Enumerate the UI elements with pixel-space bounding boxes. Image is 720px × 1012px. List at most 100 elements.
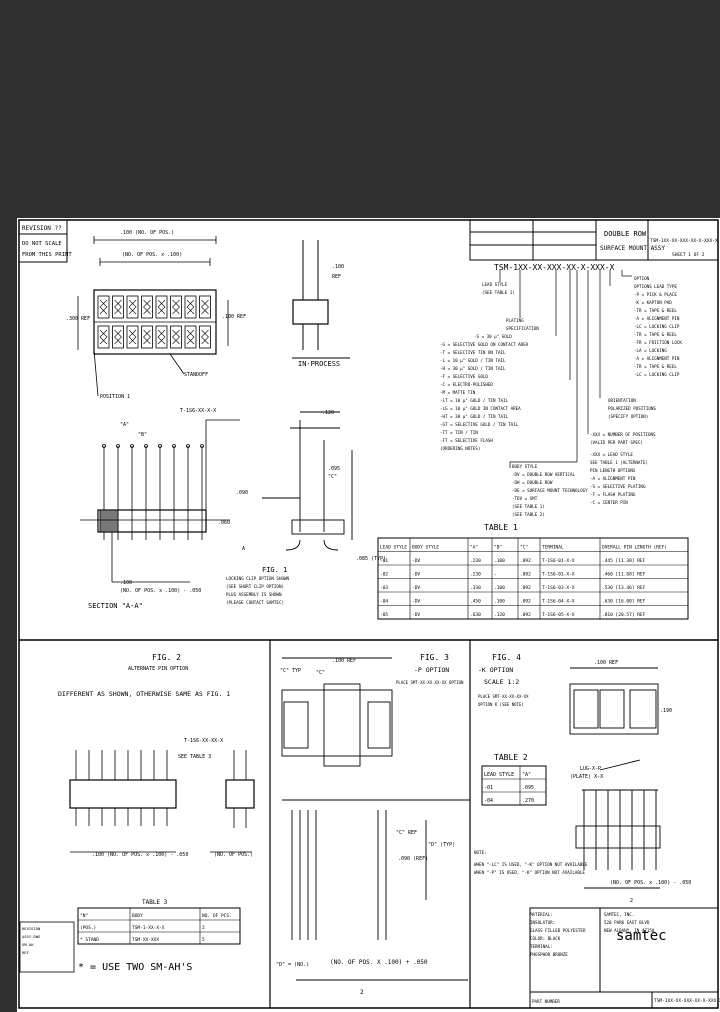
table-cell: -04 [484,798,493,804]
fig3-sub: -P OPTION [414,666,449,674]
svg-text:LUG-X-P: LUG-X-P [580,766,601,772]
pin-cavity [155,295,168,319]
svg-text:SAMTEC, INC.: SAMTEC, INC. [604,912,634,917]
table-cell: .450 [470,599,481,605]
svg-text:(NO. OF POS. x .100) - .050: (NO. OF POS. x .100) - .050 [120,588,201,594]
table-header-cell: "A" [522,772,531,778]
svg-text:-TT = TIN / TIN: -TT = TIN / TIN [440,430,478,435]
table-cell: (POS.) [80,925,96,931]
svg-text:"C" REF: "C" REF [396,830,417,836]
svg-text:.100 (NO. OF POS.): .100 (NO. OF POS.) [120,230,174,236]
svg-text:-T = SELECTIVE TIN ON TAIL: -T = SELECTIVE TIN ON TAIL [440,350,506,355]
svg-text:TERMINAL:: TERMINAL: [530,944,553,949]
do-not-scale-note: DO NOT SCALE [22,241,62,247]
svg-text:-A = ALIGNMENT PIN: -A = ALIGNMENT PIN [634,316,680,321]
table-cell: .230 [470,558,481,564]
svg-text:-F = FLASH PLATING: -F = FLASH PLATING [590,492,636,497]
fig2-sub: ALTERNATE PIN OPTION [128,666,188,672]
pin-cavity [199,325,211,349]
top-view-connector [77,236,229,397]
table3-title: TABLE 3 [142,899,168,906]
table1-title: TABLE 1 [484,523,518,532]
table-cell: T-1S6-01-X-X [542,572,575,578]
fig4-title: FIG. 4 [492,653,521,662]
table-cell: .630 [470,612,481,618]
table-header-cell: BODY [132,913,143,919]
fig2-title: FIG. 2 [152,653,181,662]
fig3-title: FIG. 3 [420,653,449,662]
fig4-scale: SCALE 1:2 [484,678,519,686]
svg-text:(NO. OF POS. x .100): (NO. OF POS. x .100) [122,252,182,258]
svg-text:(SEE SHORT CLIP OPTION): (SEE SHORT CLIP OPTION) [226,584,284,589]
svg-text:PHOSPHOR BRONZE: PHOSPHOR BRONZE [530,952,568,957]
svg-text:-F = SELECTIVE GOLD: -F = SELECTIVE GOLD [440,374,488,379]
svg-text:LEAD STYLE: LEAD STYLE [482,282,508,287]
svg-text:POSITION 1: POSITION 1 [100,394,130,400]
svg-text:PLATING: PLATING [506,318,524,323]
table2: LEAD STYLE-01-04"A".095.270 [481,765,547,806]
table-cell: .100 [494,585,505,591]
table-cell: .330 [470,585,481,591]
svg-text:-G = SELECTIVE GOLD ON CONTACT: -G = SELECTIVE GOLD ON CONTACT AREA [440,342,529,347]
svg-text:REF: REF [22,950,30,955]
table-cell: TSM-XX-XXX [132,937,159,943]
svg-text:WHEN "-P" IS USED, "-K" OPTION: WHEN "-P" IS USED, "-K" OPTION NOT AVAIL… [474,870,585,875]
svg-text:-LC = LOCKING CLIP: -LC = LOCKING CLIP [634,324,680,329]
fig1-side-view [262,411,353,551]
table-header-cell: LEAD STYLE [380,545,407,551]
fig2-view [69,750,255,853]
svg-text:(PLEASE CONTACT SAMTEC): (PLEASE CONTACT SAMTEC) [226,600,284,605]
table-cell: * STAND [80,937,99,943]
fig4-view [569,667,661,889]
svg-text:.090 (REF): .090 (REF) [398,856,428,862]
table-cell: 2 [202,925,205,931]
svg-text:-GT = SELECTIVE GOLD / TIN TAI: -GT = SELECTIVE GOLD / TIN TAIL [440,422,519,427]
svg-text:"C": "C" [328,474,337,480]
svg-text:(SEE TABLE 1): (SEE TABLE 1) [482,290,515,295]
pin-cavity [141,325,153,349]
svg-text:BODY STYLE: BODY STYLE [512,464,538,469]
pin-cavity [97,325,110,349]
svg-text:-K = KAPTON PAD: -K = KAPTON PAD [634,300,672,305]
table-cell: .230 [470,572,481,578]
svg-text:.060: .060 [218,520,230,526]
from-this-print-note: FROM THIS PRINT [22,252,72,258]
table-cell: .095 [522,785,534,791]
table2-title: TABLE 2 [494,753,528,762]
svg-text:-TDV = SMT: -TDV = SMT [512,496,538,501]
svg-text:(SEE TABLE 2): (SEE TABLE 2) [512,512,545,517]
svg-text:-L = 10 µ" GOLD / TIN TAIL: -L = 10 µ" GOLD / TIN TAIL [440,358,506,363]
drawing-paper [17,218,720,1012]
table-cell: - [494,573,497,578]
pin-cavity [141,295,153,319]
table-cell: 5 [202,937,205,943]
svg-text:-XXX = LEAD STYLE: -XXX = LEAD STYLE [590,452,633,457]
ordering-info: LEAD STYLE (SEE TABLE 1) PLATING SPECIFI… [440,276,682,517]
revision-label: REVISION ?? [22,225,62,232]
table-header-cell: NO. OF PCS. [202,913,232,919]
svg-text:.100: .100 [120,580,132,586]
table-header-cell: OVERALL PIN LENGTH (REF) [602,545,667,551]
table-cell: .092 [520,572,531,578]
svg-text:-HT = 30 µ" GOLD / TIN TAIL: -HT = 30 µ" GOLD / TIN TAIL [440,414,509,419]
table-cell: .530 [13.46] REF [602,585,646,591]
table-cell: T-1S6-01-X-X [542,558,575,564]
table-cell: .445 [11.30] REF [602,558,646,564]
table-cell: .092 [520,599,531,605]
svg-text:REF: REF [332,274,341,280]
svg-text:.090: .090 [236,490,248,496]
svg-text:STANDOFF: STANDOFF [184,372,208,378]
svg-text:-S = SELECTIVE PLATING: -S = SELECTIVE PLATING [590,484,646,489]
svg-text:-C = ELECTRO-POLISHED: -C = ELECTRO-POLISHED [440,382,493,387]
table-cell: .092 [520,558,531,564]
table-cell: -DV [412,585,420,591]
formula-denominator: 2 [360,989,364,996]
table-header-cell: "B" [494,545,502,551]
pin-cavity [155,325,168,349]
svg-text:OPTIONS LEAD TYPE: OPTIONS LEAD TYPE [634,284,677,289]
svg-text:.120: .120 [322,410,334,416]
svg-text:COLOR: BLACK: COLOR: BLACK [530,936,561,941]
svg-text:SEE TABLE 1 (ALTERNATE): SEE TABLE 1 (ALTERNATE) [590,460,648,465]
